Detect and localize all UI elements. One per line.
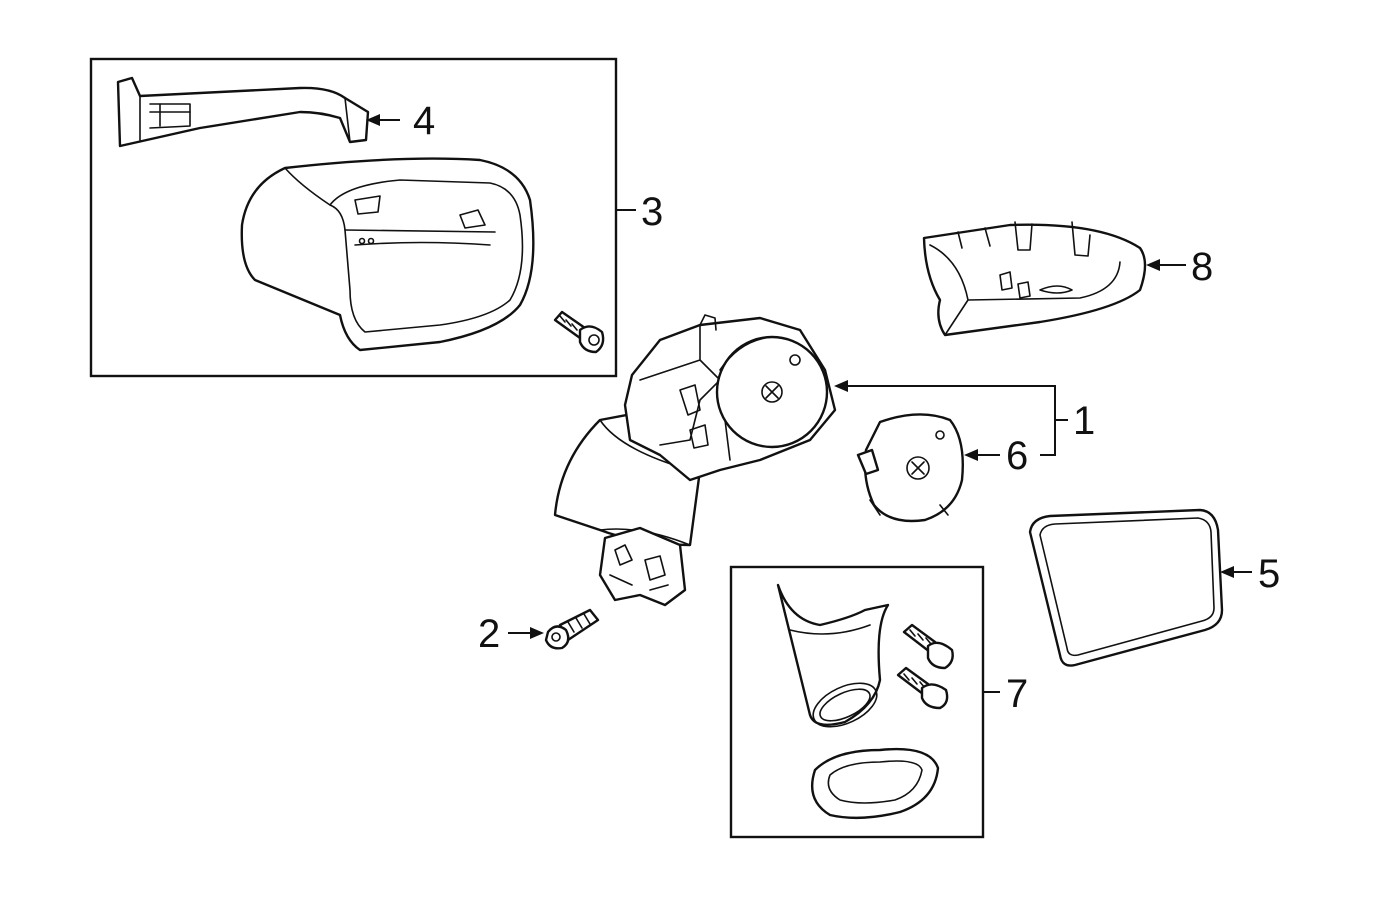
callout-6: 6 [1006,434,1028,478]
gasket-icon [810,747,940,820]
turn-signal-icon [116,76,370,148]
actuator-motor-icon [553,314,837,607]
callout-8: 8 [1191,245,1213,289]
callout-5: 5 [1258,552,1280,596]
bolt-icon [896,666,949,710]
bolt-icon [544,608,600,650]
callout-4: 4 [413,99,435,143]
mirror-housing-icon [240,157,535,352]
group-box-3 [89,57,618,378]
callout-1: 1 [1073,399,1095,443]
mirror-cover-icon [922,221,1147,337]
callout-7: 7 [1006,672,1028,716]
motor-plate-icon [856,413,964,523]
bolt-icon [553,310,605,354]
group-box-7 [729,565,985,839]
bolt-icon [902,623,954,670]
mirror-glass-icon [1028,508,1224,667]
lower-cover-icon [776,583,890,728]
callout-3: 3 [641,190,663,234]
callout-2: 2 [478,612,500,656]
